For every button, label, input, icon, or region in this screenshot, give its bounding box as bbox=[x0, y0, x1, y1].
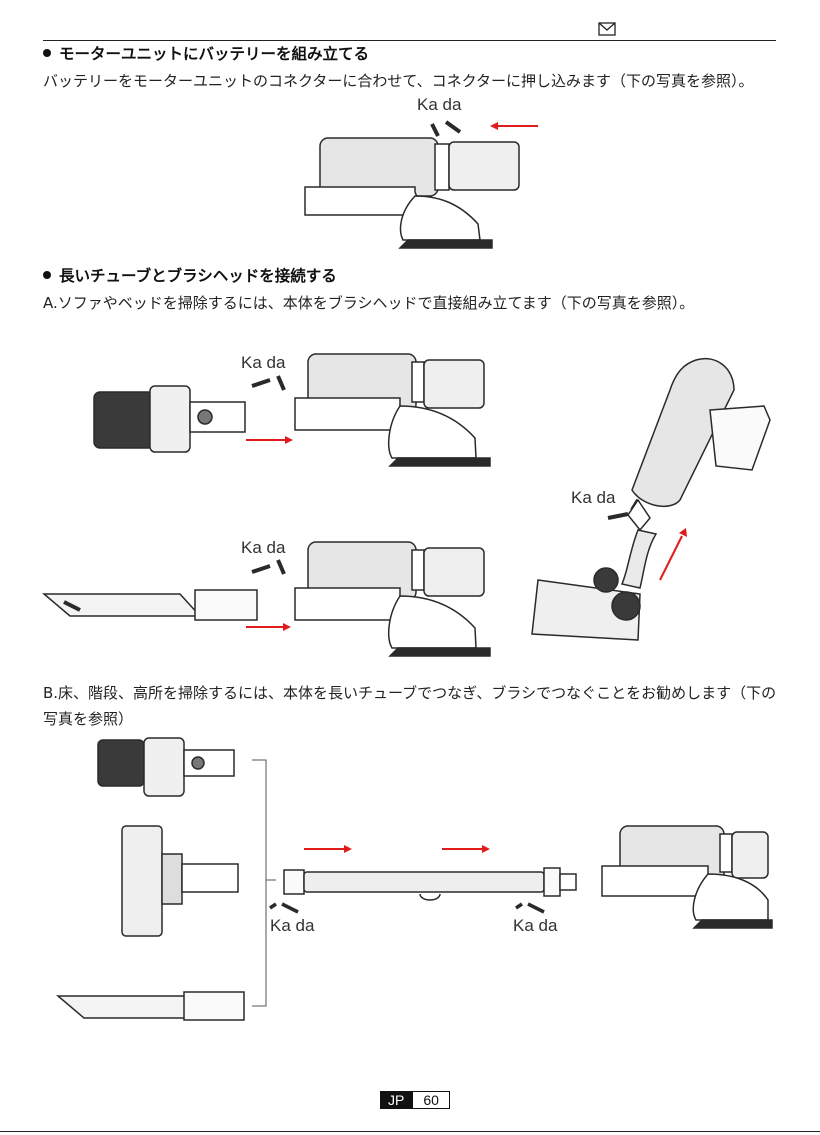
figure-crevice-to-body bbox=[40, 538, 500, 663]
header-rule bbox=[43, 40, 776, 41]
language-badge: JP bbox=[380, 1091, 412, 1109]
sound-label: Ka da bbox=[270, 916, 314, 936]
page-footer: JP 60 bbox=[380, 1091, 450, 1109]
bottom-rule bbox=[0, 1131, 820, 1132]
section-body-a: A.ソファやベッドを掃除するには、本体をブラシヘッドで直接組み立てます（下の写真… bbox=[43, 290, 783, 316]
section-title-battery: モーターユニットにバッテリーを組み立てる bbox=[43, 42, 369, 64]
sound-label: Ka da bbox=[513, 916, 557, 936]
section-body-b: B.床、階段、高所を掃除するには、本体を長いチューブでつなぎ、ブラシでつなぐこと… bbox=[43, 680, 783, 732]
page-number: 60 bbox=[412, 1091, 450, 1109]
figure-tube-assembly bbox=[40, 730, 780, 1030]
figure-brush-to-body bbox=[90, 350, 500, 470]
section-title-tube: 長いチューブとブラシヘッドを接続する bbox=[43, 264, 337, 286]
figure-battery-assembly bbox=[300, 112, 540, 252]
envelope-icon bbox=[598, 22, 616, 36]
figure-motorized-brush-angle bbox=[520, 350, 780, 660]
section-body-battery: バッテリーをモーターユニットのコネクターに合わせて、コネクターに押し込みます（下… bbox=[43, 68, 783, 94]
